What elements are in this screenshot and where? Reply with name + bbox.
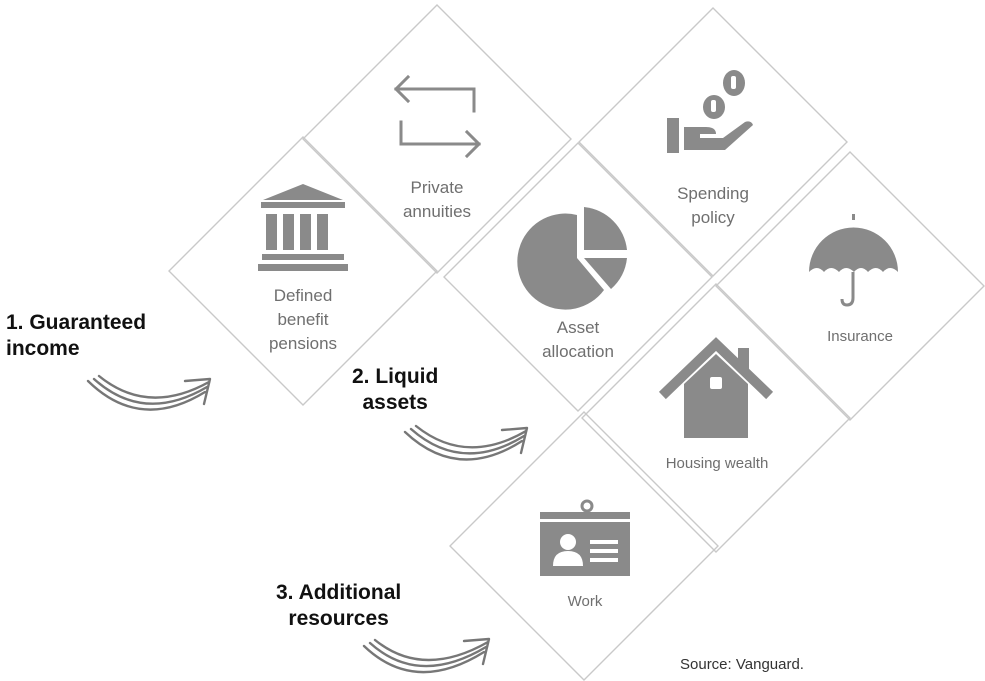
work-label: Work [567,593,603,610]
housing-wealth-label: Housing wealth [665,455,769,472]
umbrella-icon [809,214,898,307]
curved-arrow-icon [362,637,491,674]
curved-arrow-icon [403,424,529,461]
tile-asset-allocation [443,142,713,412]
asset-allocation-label: Asset allocation [542,318,614,361]
source-text: Vanguard. [731,656,804,673]
tile-work [449,411,719,681]
liquid-assets-heading: 2. Liquid assets [352,365,439,414]
private-annuities-label: Private annuities [402,178,472,221]
additional-resources-heading: 3. Additional resources [276,581,402,630]
source-note: Source: Vanguard. [680,656,804,673]
tile-insurance [715,151,985,421]
curved-arrow-icon [86,374,212,411]
tile-spending-policy [578,7,848,277]
spending-policy-label: Spending policy [677,184,749,227]
tile-housing-wealth [581,283,851,553]
pie-chart-icon [517,207,627,310]
source-prefix: Source: [680,656,732,673]
tile-defined-benefit [168,136,438,406]
bank-building-icon [258,184,348,271]
coin-hand-icon [667,70,753,153]
id-badge-icon [540,499,630,576]
guaranteed-income-heading: 1. Guaranteed income [6,311,147,360]
house-icon [658,337,774,438]
defined-benefit-label: Defined benefit pensions [268,286,338,353]
insurance-label: Insurance [827,328,893,345]
exchange-arrows-icon [393,74,482,159]
tile-private-annuities [302,4,572,274]
